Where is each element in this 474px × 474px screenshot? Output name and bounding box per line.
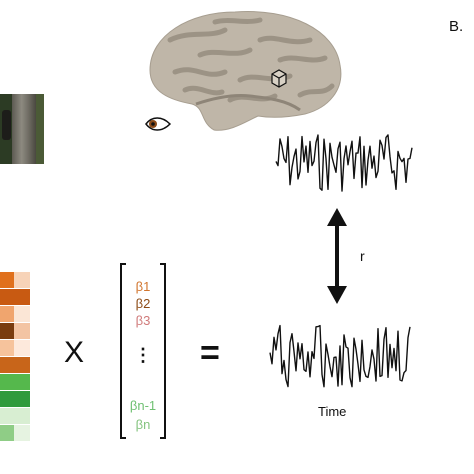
- feature-matrix: [0, 272, 30, 442]
- panel-label: B.: [449, 18, 464, 35]
- matrix-row: [0, 391, 30, 407]
- left-bracket: [120, 263, 126, 439]
- matrix-cell: [14, 408, 30, 424]
- beta-entry: βn-1: [129, 398, 157, 413]
- beta-entry: βn: [135, 417, 151, 432]
- matrix-cell: [0, 323, 14, 339]
- matrix-row: [0, 357, 30, 373]
- matrix-cell: [14, 357, 30, 373]
- matrix-cell: [14, 289, 30, 305]
- matrix-cell: [14, 340, 30, 356]
- predicted-timeseries: [269, 324, 411, 388]
- matrix-cell: [14, 323, 30, 339]
- matrix-cell: [14, 272, 30, 288]
- matrix-cell: [14, 391, 30, 407]
- beta-entry: β3: [135, 313, 151, 328]
- matrix-cell: [14, 425, 30, 441]
- beta-entry: β2: [135, 296, 151, 311]
- matrix-row: [0, 425, 30, 441]
- foliage-right: [36, 94, 44, 164]
- matrix-row: [0, 306, 30, 322]
- eye-icon: [145, 117, 172, 131]
- tree-trunk: [12, 94, 36, 164]
- matrix-cell: [0, 306, 14, 322]
- time-axis-label: Time: [318, 404, 347, 419]
- matrix-cell: [0, 357, 14, 373]
- matrix-cell: [0, 340, 14, 356]
- beta-entry: β1: [135, 279, 151, 294]
- brain-illustration: [149, 11, 342, 131]
- matrix-cell: [14, 374, 30, 390]
- beta-entry: ⋮: [134, 345, 152, 365]
- matrix-cell: [0, 374, 14, 390]
- matrix-row: [0, 340, 30, 356]
- matrix-row: [0, 374, 30, 390]
- beta-weight-vector: β1 β2 β3 ⋮ βn-1 βn: [120, 263, 166, 439]
- matrix-cell: [0, 425, 14, 441]
- matrix-cell: [0, 391, 14, 407]
- matrix-cell: [0, 272, 14, 288]
- equals-operator: =: [200, 334, 220, 372]
- matrix-row: [0, 289, 30, 305]
- voxel-cube-icon: [271, 69, 287, 88]
- right-bracket: [160, 263, 166, 439]
- multiply-operator: X: [64, 336, 85, 369]
- matrix-cell: [0, 408, 14, 424]
- matrix-row: [0, 408, 30, 424]
- correlation-double-arrow: [327, 208, 347, 304]
- matrix-cell: [14, 306, 30, 322]
- person-figure: [2, 110, 11, 140]
- natural-image-thumbnail: [0, 94, 44, 164]
- matrix-cell: [0, 289, 14, 305]
- voxel-timeseries: [275, 134, 413, 192]
- correlation-label: r: [360, 248, 365, 264]
- matrix-row: [0, 272, 30, 288]
- matrix-row: [0, 323, 30, 339]
